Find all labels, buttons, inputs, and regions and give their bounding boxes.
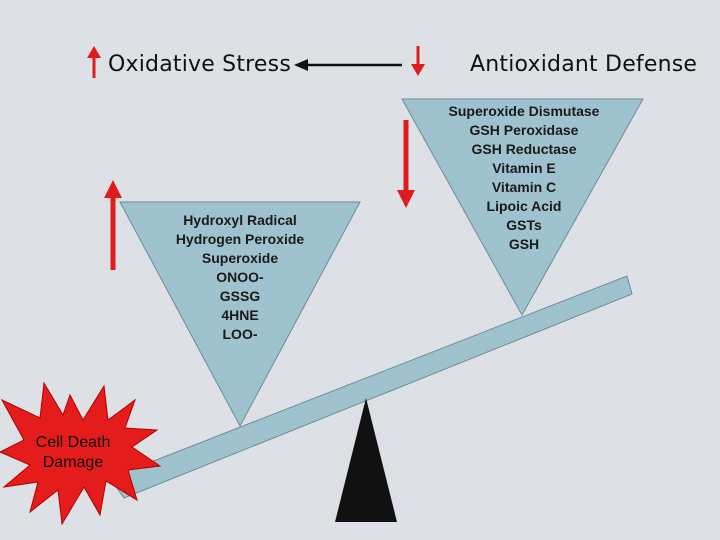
oxidant-item: Hydroxyl Radical [183,212,297,228]
antioxidant-item: Superoxide Dismutase [448,103,600,119]
antioxidant-item: GSH Reductase [471,141,577,157]
antioxidant-defense-title: Antioxidant Defense [470,52,698,77]
oxidant-item: Superoxide [201,250,279,266]
oxidant-item: GSSG [219,288,261,304]
cell-death-label: Cell Death Damage [14,433,132,473]
antioxidant-triangle [401,98,644,317]
seesaw-plank [109,275,633,499]
antioxidant-item: GSTs [506,217,542,233]
antioxidant-item: GSH [508,236,540,252]
antioxidant-item: Vitamin C [491,179,557,195]
burst-line-2: Damage [42,454,104,471]
antioxidant-item: Lipoic Acid [486,198,562,214]
oxidant-item: LOO- [222,326,258,342]
oxidant-triangle [119,201,361,428]
fulcrum [335,398,397,522]
oxidative-stress-title: Oxidative Stress [108,52,291,77]
oxidant-item: ONOO- [216,269,264,285]
oxidant-item: Hydrogen Peroxide [175,231,305,247]
antioxidant-item: Vitamin E [492,160,556,176]
antioxidant-list: Superoxide Dismutase GSH Peroxidase GSH … [414,102,634,254]
burst-line-1: Cell Death [35,434,111,451]
oxidant-item: 4HNE [221,307,259,323]
antioxidant-item: GSH Peroxidase [469,122,579,138]
oxidant-increase-arrow-icon [104,180,122,270]
oxidant-list: Hydroxyl Radical Hydrogen Peroxide Super… [150,211,330,344]
explosion-burst-icon [0,381,162,526]
oxidative-up-arrow-icon [87,46,101,78]
antioxidant-decrease-arrow-icon [397,120,415,208]
causal-left-arrow-icon [294,59,402,71]
antioxidant-down-arrow-icon [411,46,425,76]
